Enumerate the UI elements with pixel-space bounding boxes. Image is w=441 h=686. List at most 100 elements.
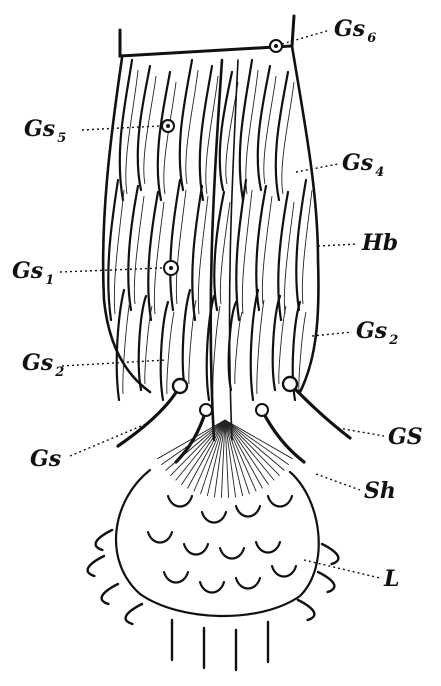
seta — [127, 184, 140, 312]
pad-claw — [100, 582, 120, 606]
radiating-hair — [193, 419, 226, 492]
seta — [218, 70, 234, 192]
tarsus-top-edge — [118, 14, 296, 58]
seta-fine — [298, 311, 307, 395]
central-shaft-edge — [228, 59, 239, 441]
adhesive-pad — [114, 468, 320, 618]
pad-hooks — [86, 494, 340, 672]
radiating-hair — [187, 419, 226, 489]
seta — [137, 294, 148, 392]
seta-fine — [278, 305, 287, 385]
seta — [147, 190, 160, 322]
seta-fine — [125, 69, 139, 195]
radiating-hair — [224, 419, 285, 471]
pad-crescent — [234, 576, 262, 590]
radiating-hair — [170, 419, 226, 477]
seta-fine — [185, 69, 199, 185]
radiating-hair — [165, 419, 226, 471]
label-l: L — [383, 566, 399, 592]
radiating-hair — [157, 419, 226, 460]
seta — [277, 190, 290, 322]
seta-fine — [163, 81, 177, 195]
seta-fine — [256, 299, 265, 395]
label-hb: Hb — [361, 230, 398, 256]
pad-claw — [94, 528, 114, 552]
seta-fine — [212, 305, 221, 395]
seta — [205, 294, 216, 402]
seta-fine — [166, 311, 175, 395]
seta-sockets — [161, 39, 283, 276]
seta — [118, 58, 134, 202]
seta — [107, 178, 120, 322]
seta-fine — [113, 189, 125, 315]
seta — [249, 288, 260, 402]
pad-crescent — [266, 494, 294, 508]
seta — [159, 300, 170, 402]
radiating-hair — [224, 419, 275, 481]
radiating-hair — [224, 419, 257, 492]
seta — [295, 178, 308, 312]
pad-claw — [320, 542, 340, 566]
radiating-hair — [175, 419, 226, 481]
seta — [198, 64, 214, 202]
hooked-spines — [116, 375, 352, 464]
radiating-hair — [224, 419, 250, 495]
seta-fine — [261, 195, 273, 305]
seta-fine — [241, 189, 253, 315]
seta-fine — [301, 189, 313, 305]
seta-fine — [188, 299, 197, 385]
radiating-hair — [224, 419, 293, 460]
radiating-hair — [213, 419, 226, 498]
pad-claw — [296, 598, 316, 622]
pad-claw — [316, 570, 336, 594]
radiating-hair — [224, 419, 280, 477]
seta — [274, 70, 290, 202]
seta — [115, 288, 126, 402]
central-shaft — [209, 58, 224, 442]
seta — [169, 178, 182, 312]
radiating-hair — [160, 419, 226, 466]
radiating-hair — [220, 419, 226, 498]
seta — [178, 58, 194, 192]
pad-crescent — [146, 530, 174, 544]
pad-claw — [86, 554, 106, 578]
label-sh: Sh — [364, 478, 396, 504]
seta — [213, 190, 226, 312]
radiating-hair — [224, 419, 269, 485]
pad-claw — [124, 602, 144, 626]
seta — [256, 64, 272, 192]
seta-fine — [153, 201, 165, 315]
pad-crescent — [270, 564, 298, 578]
seta — [156, 70, 172, 202]
seta-fine — [263, 75, 277, 185]
seta-fine — [205, 75, 219, 195]
seta-fine — [175, 189, 187, 305]
radiating-hair — [181, 419, 226, 485]
pad-crescent — [234, 504, 262, 518]
pad-crescent — [162, 570, 190, 584]
seta-fine — [219, 201, 231, 305]
label-gs-right: GS — [388, 424, 423, 450]
seta — [235, 178, 248, 322]
seta-fine — [133, 195, 145, 305]
radiating-hair — [206, 419, 226, 497]
seta-fine — [143, 75, 157, 185]
radiating-hair — [224, 419, 263, 489]
seta — [271, 294, 282, 392]
seta — [238, 58, 254, 202]
radiating-hair — [224, 419, 237, 498]
seta-fine — [144, 305, 153, 385]
radiating-hair — [224, 419, 244, 497]
pad-crescent — [166, 494, 194, 508]
pad-crescent — [198, 580, 226, 594]
pad-crescent — [218, 546, 246, 560]
fine-hair-tuft — [157, 419, 293, 498]
seta-fine — [122, 299, 131, 395]
label-leaders — [59, 29, 385, 579]
